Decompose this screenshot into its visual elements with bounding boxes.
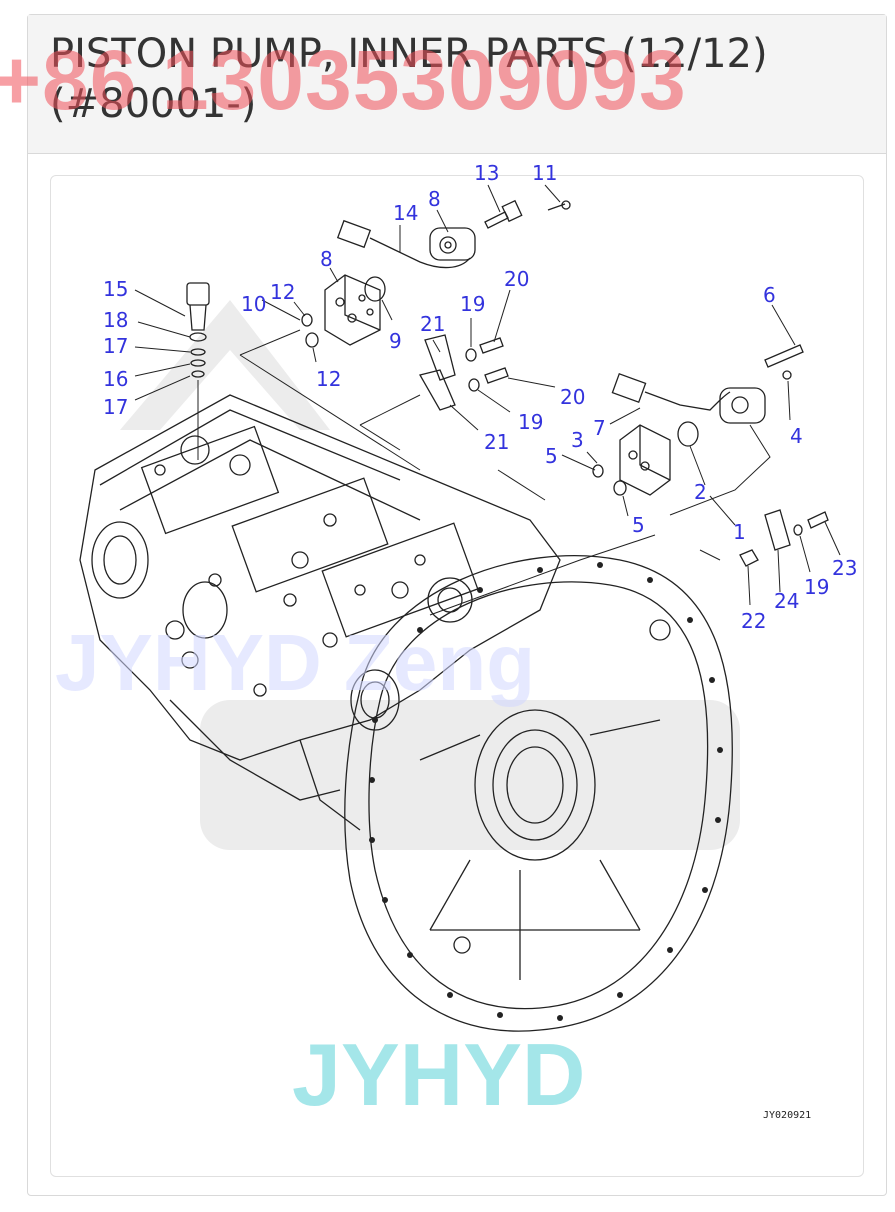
callout-17-b: 17	[103, 395, 128, 419]
callout-22: 22	[741, 609, 766, 633]
callout-12-b: 12	[316, 367, 341, 391]
callout-17-a: 17	[103, 334, 128, 358]
callout-21-b: 21	[484, 430, 509, 454]
callout-8-top: 8	[428, 187, 441, 211]
callout-18: 18	[103, 308, 128, 332]
background-logo	[120, 300, 740, 850]
pump-housing	[79, 394, 561, 831]
parts-card: PISTON PUMP, INNER PARTS (12/12) (#80001…	[27, 14, 887, 1196]
callout-9: 9	[389, 329, 402, 353]
card-header: PISTON PUMP, INNER PARTS (12/12) (#80001…	[28, 15, 886, 154]
watermark-brand: JYHYD	[292, 1025, 585, 1124]
callout-6: 6	[763, 283, 776, 307]
callout-24: 24	[774, 589, 799, 613]
callout-10: 10	[241, 292, 266, 316]
exploded-parts	[186, 199, 829, 567]
callout-1: 1	[733, 520, 746, 544]
callout-7: 7	[593, 416, 606, 440]
callout-5-b: 5	[632, 513, 645, 537]
callout-11: 11	[532, 161, 557, 185]
callout-12-a: 12	[270, 280, 295, 304]
callout-19-c: 19	[804, 575, 829, 599]
callout-23: 23	[832, 556, 857, 580]
callout-2: 2	[694, 480, 707, 504]
callout-labels: 13 11 14 8 8 15 18 17 16 17 10 12 12 9 2…	[103, 161, 857, 633]
callout-20-a: 20	[504, 267, 529, 291]
callout-3: 3	[571, 428, 584, 452]
callout-13: 13	[474, 161, 499, 185]
leader-lines	[134, 184, 841, 616]
callout-19-a: 19	[460, 292, 485, 316]
callout-15: 15	[103, 277, 128, 301]
page-title: PISTON PUMP, INNER PARTS (12/12) (#80001…	[50, 31, 768, 127]
callout-19-b: 19	[518, 410, 543, 434]
figure-code: JY020921	[763, 1110, 811, 1121]
callout-8-block: 8	[320, 247, 333, 271]
callout-21-a: 21	[420, 312, 445, 336]
callout-5-a: 5	[545, 444, 558, 468]
diagram-panel	[50, 175, 864, 1177]
callout-4: 4	[790, 424, 803, 448]
flywheel-housing	[344, 555, 733, 1032]
watermark-phone: +86 13035309093	[0, 33, 687, 127]
watermark-middle: JYHYD Zeng	[55, 618, 535, 707]
callout-14: 14	[393, 201, 418, 225]
callout-16: 16	[103, 367, 128, 391]
callout-20-b: 20	[560, 385, 585, 409]
